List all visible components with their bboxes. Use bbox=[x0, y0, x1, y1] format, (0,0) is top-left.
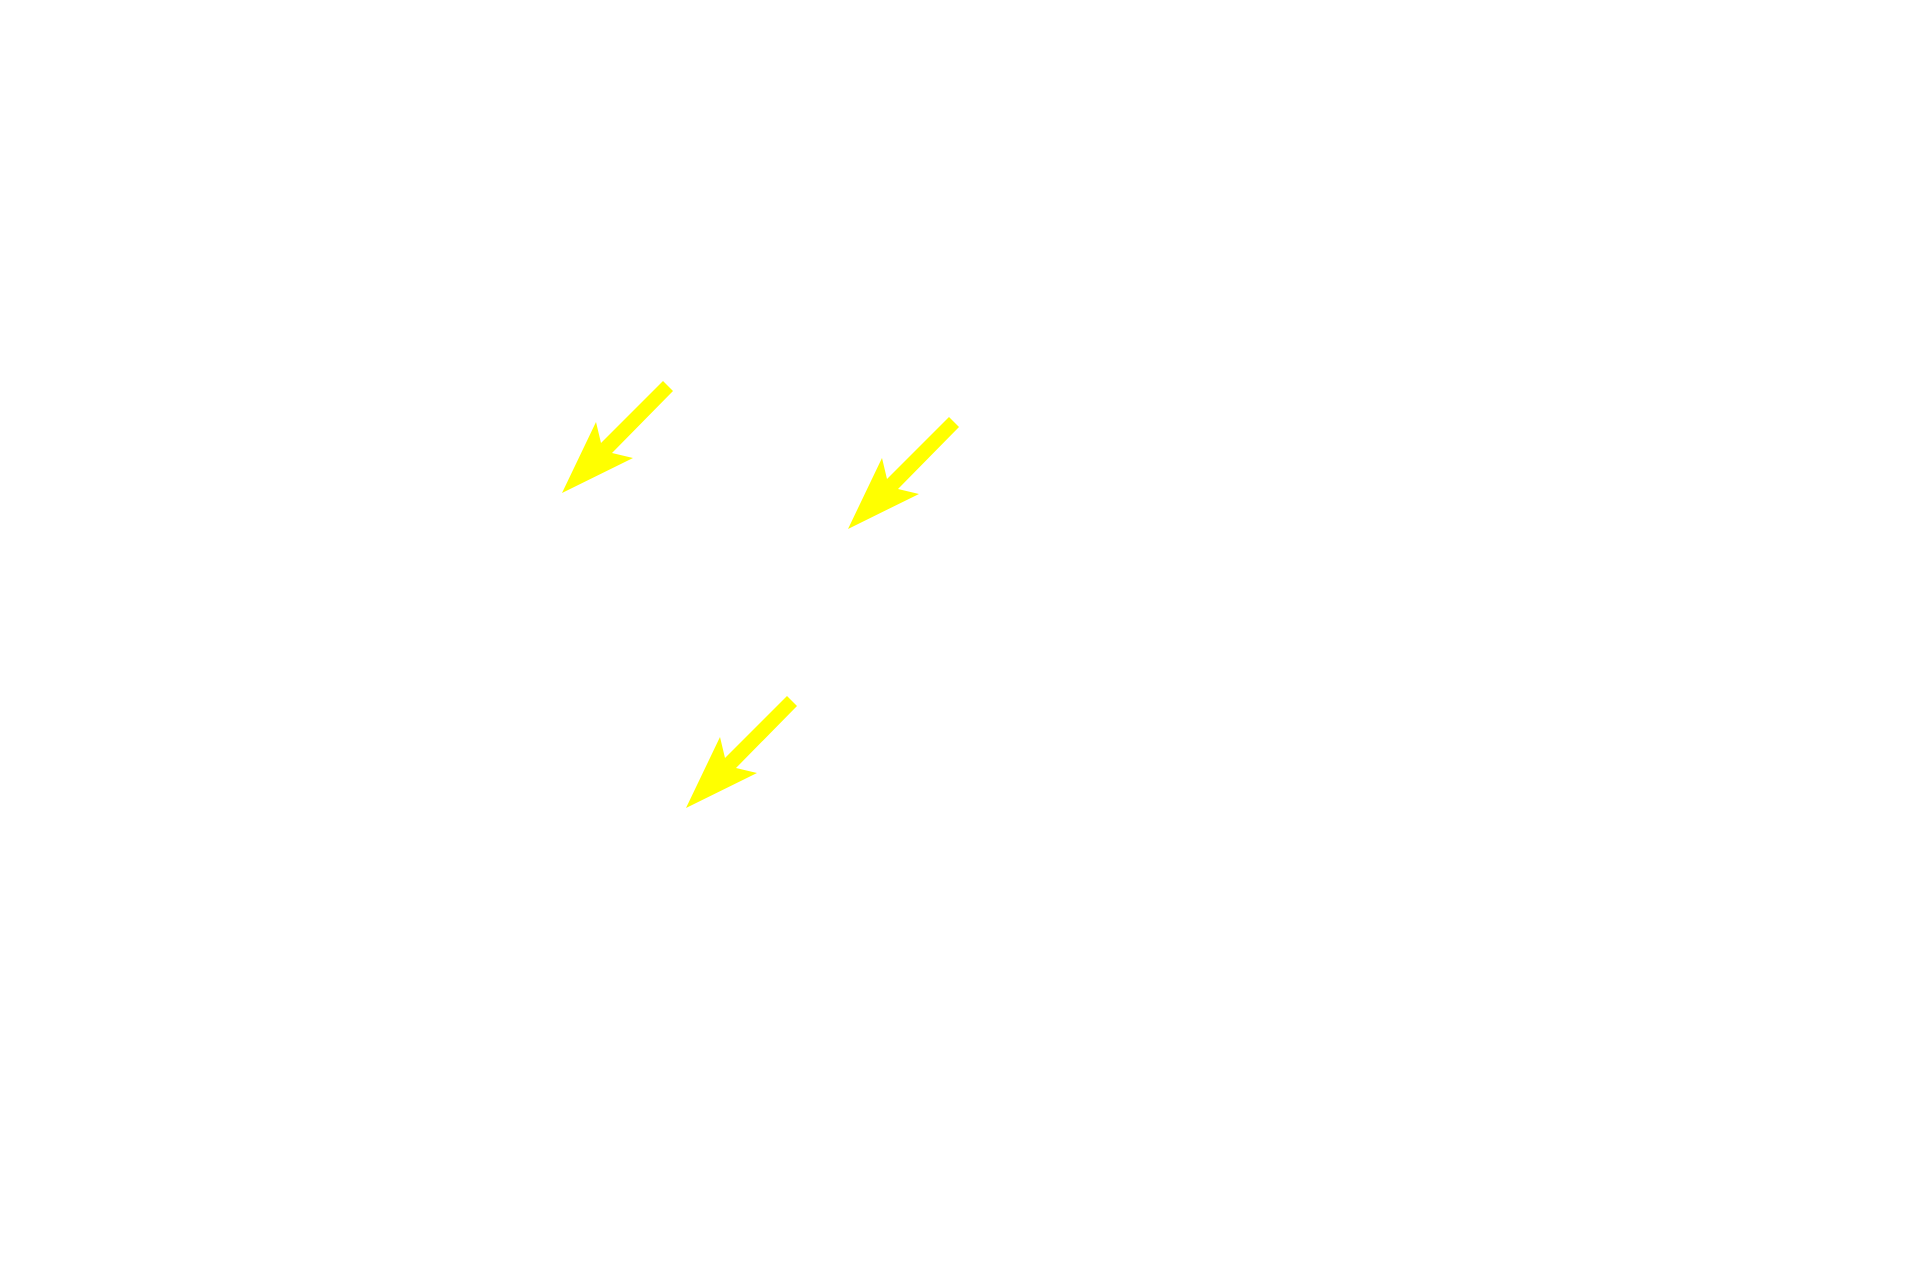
arrow-down-left-icon bbox=[686, 696, 797, 808]
arrow-down-left-icon bbox=[848, 417, 959, 529]
arrow-down-left-icon bbox=[562, 381, 673, 493]
